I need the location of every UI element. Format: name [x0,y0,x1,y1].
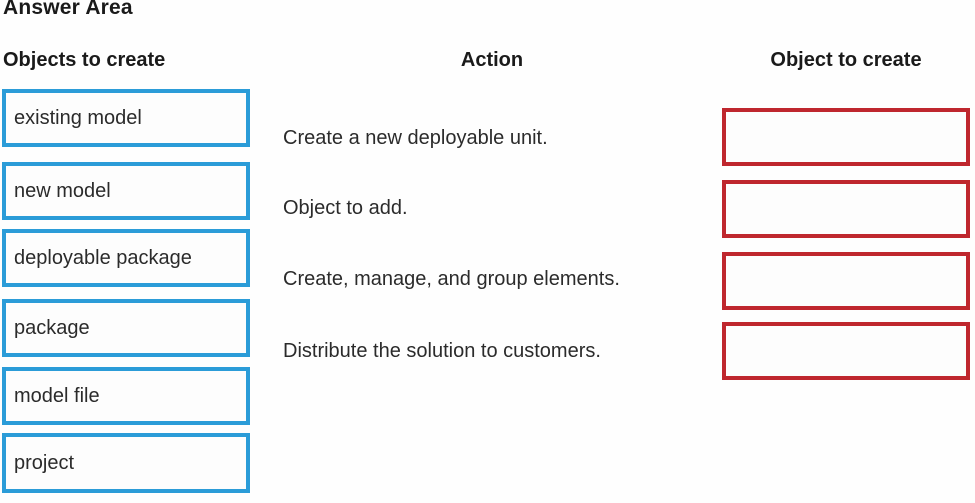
action-label-group-elements: Create, manage, and group elements. [283,268,620,290]
page-title: Answer Area [3,0,133,19]
drop-target-3[interactable] [722,252,970,310]
drag-item-package[interactable]: package [2,299,250,357]
drag-item-project[interactable]: project [2,433,250,493]
column-header-object-to-create: Object to create [770,49,922,71]
drop-target-4[interactable] [722,322,970,380]
drag-item-label: model file [14,384,100,407]
drag-item-new-model[interactable]: new model [2,162,250,220]
column-header-objects-to-create: Objects to create [3,49,166,71]
drag-item-deployable-package[interactable]: deployable package [2,229,250,287]
drag-item-existing-model[interactable]: existing model [2,89,250,147]
drag-item-label: new model [14,179,111,202]
action-label-object-to-add: Object to add. [283,197,408,219]
drop-target-1[interactable] [722,108,970,166]
action-label-create-deployable-unit: Create a new deployable unit. [283,127,548,149]
drag-item-label: existing model [14,106,142,129]
drag-item-model-file[interactable]: model file [2,367,250,425]
drag-item-label: project [14,451,75,474]
drag-item-label: deployable package [14,246,192,269]
drop-target-2[interactable] [722,180,970,238]
drag-item-label: package [14,316,90,339]
column-header-action: Action [460,49,524,71]
action-label-distribute-solution: Distribute the solution to customers. [283,340,601,362]
